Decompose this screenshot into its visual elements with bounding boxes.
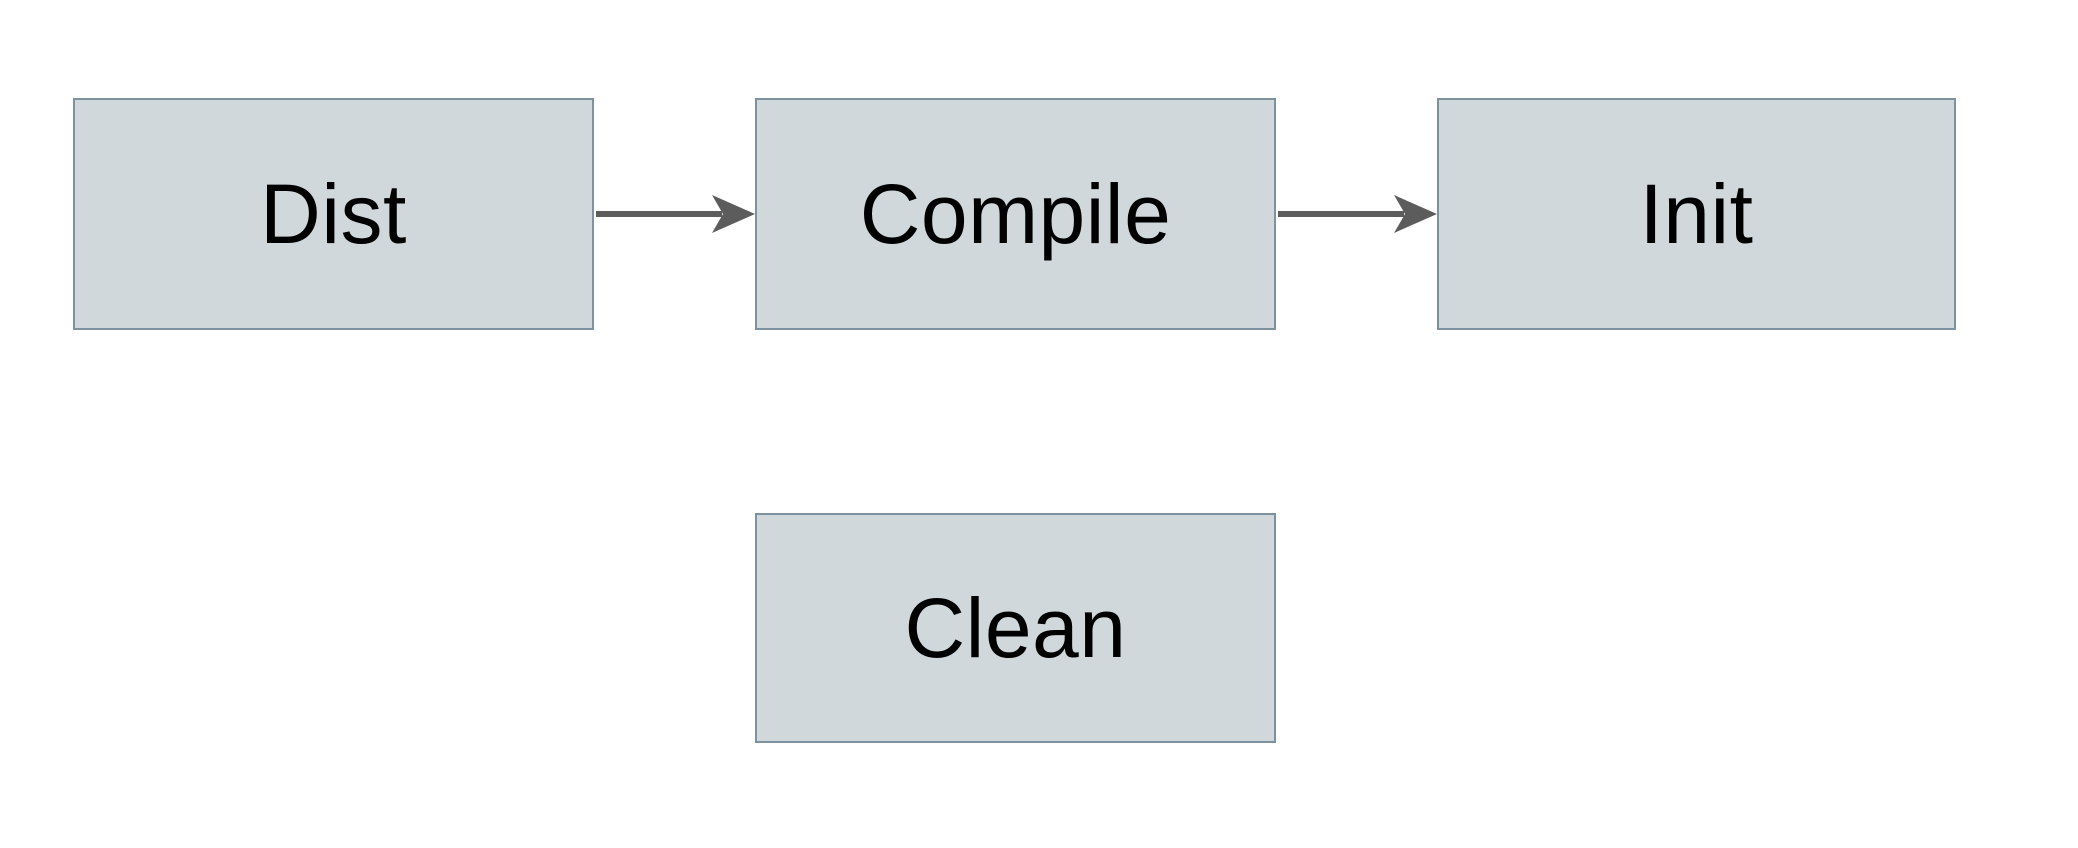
node-compile: Compile — [755, 98, 1276, 330]
node-dist: Dist — [73, 98, 594, 330]
node-compile-label: Compile — [859, 167, 1172, 261]
node-init: Init — [1437, 98, 1956, 330]
node-clean-label: Clean — [904, 581, 1127, 675]
arrow-dist-to-compile-icon — [596, 195, 755, 233]
node-dist-label: Dist — [260, 167, 407, 261]
node-clean: Clean — [755, 513, 1276, 743]
arrow-compile-to-init-icon — [1278, 195, 1437, 233]
node-init-label: Init — [1639, 167, 1754, 261]
